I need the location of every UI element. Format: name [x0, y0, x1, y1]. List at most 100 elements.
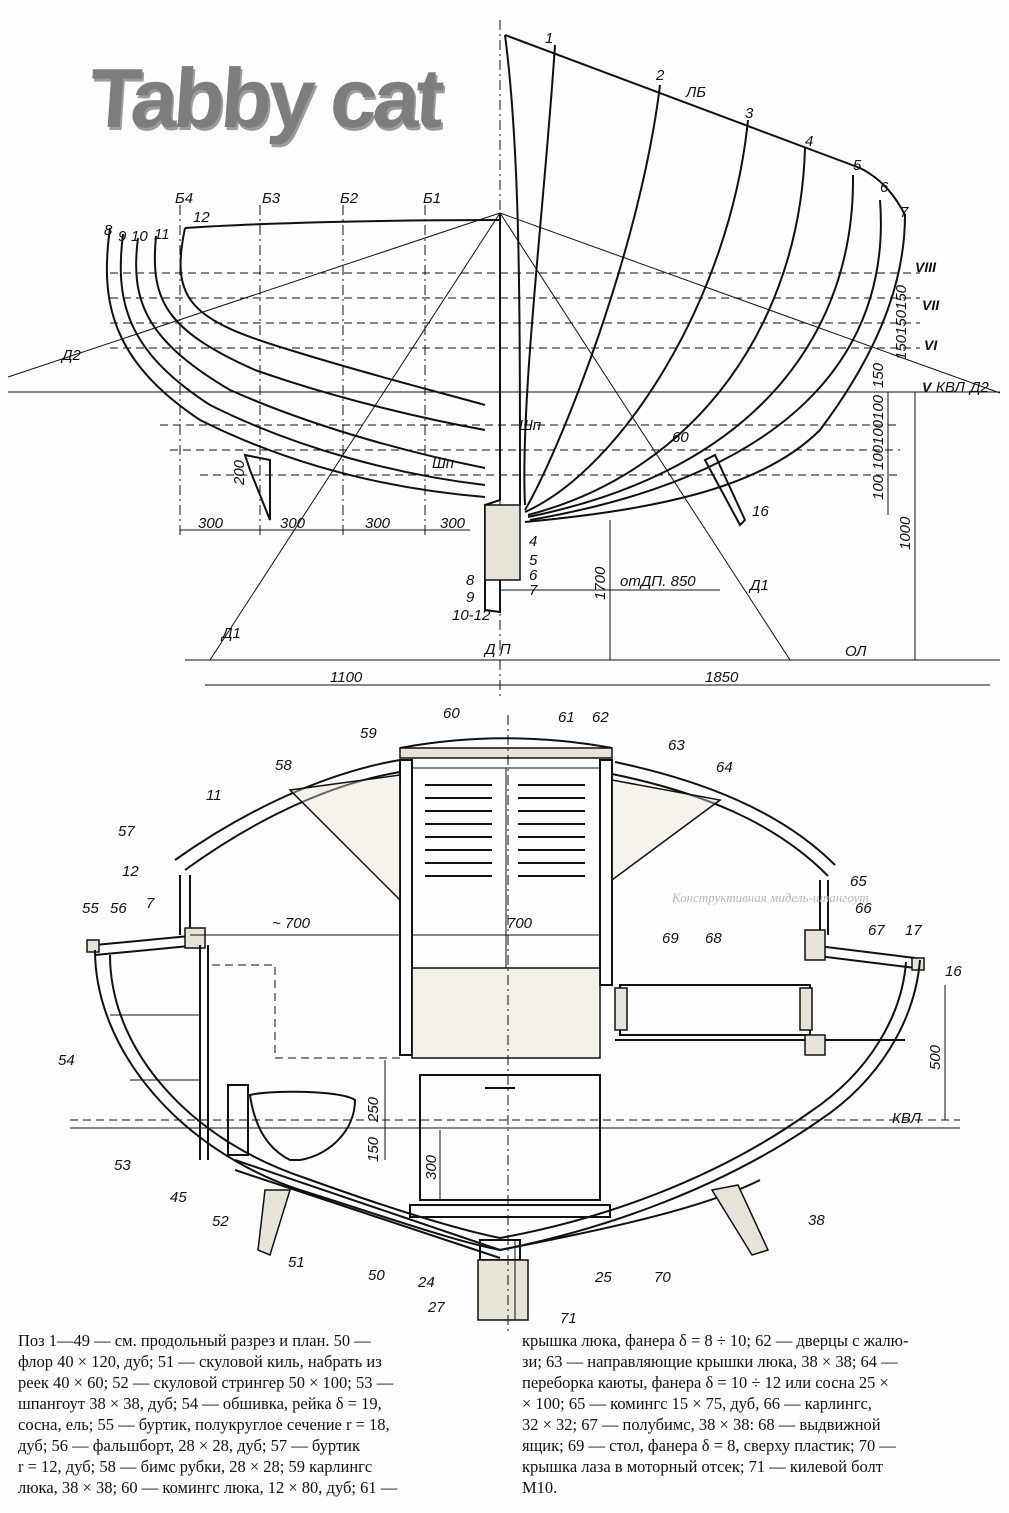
- dim-1000: 1000: [897, 516, 914, 550]
- sec-label-7: 7: [146, 895, 155, 912]
- frame-9: 9: [118, 228, 127, 245]
- hull-lines: [7, 20, 1001, 700]
- keel-5: 5: [529, 552, 538, 569]
- frame-numbers: 1 2 3 4 5 6 7 8 9 10 11 12 ЛБ: [104, 30, 909, 245]
- frame-6: 6: [880, 179, 889, 196]
- dim-100-b: 100: [870, 419, 887, 445]
- caption-left-line: сосна, ель; 55 — буртик, полукруглое сеч…: [18, 1415, 390, 1434]
- frame-8: 8: [104, 222, 113, 239]
- caption-right-line: переборка каюты, фанера δ = 10 ÷ 12 или …: [522, 1373, 889, 1392]
- keel-6: 6: [529, 567, 538, 584]
- midship-section: [70, 715, 960, 1335]
- caption-left-line: шпангоут 38 × 38, дуб; 54 — обшивка, рей…: [18, 1394, 382, 1413]
- sec-label-61: 61: [558, 709, 575, 726]
- dim-100-a: 100: [870, 394, 887, 420]
- dim-200: 200: [231, 459, 248, 486]
- sec-label-53: 53: [114, 1157, 131, 1174]
- buttock-b1: Б1: [423, 190, 441, 207]
- sec-label-11: 11: [206, 787, 222, 804]
- d1-right: Д1: [748, 577, 769, 594]
- caption-right-line: крышка лаза в моторный отсек; 71 — килев…: [522, 1457, 883, 1476]
- d2-left: Д2: [60, 347, 82, 364]
- dp-label: Д П: [483, 641, 511, 658]
- caption-right-line: крышка люка, фанера δ = 8 ÷ 10; 62 — две…: [522, 1331, 909, 1350]
- sec-ghost-text: Конструктивная мидель-шпангоут: [671, 890, 869, 905]
- shp-2: Шп: [432, 455, 454, 472]
- sec-label-51: 51: [288, 1254, 305, 1271]
- buttock-b4: Б4: [175, 190, 193, 207]
- sec-label-54: 54: [58, 1052, 75, 1069]
- louvers-left: [425, 784, 492, 877]
- sec-label-50: 50: [368, 1267, 385, 1284]
- buttock-b2: Б2: [340, 190, 359, 207]
- keel-8: 8: [466, 572, 475, 589]
- buttock-labels: Б4 Б3 Б2 Б1: [175, 190, 441, 207]
- profile-dimensions: 300 300 300 300 200 150 150 150 150 100 …: [198, 284, 914, 686]
- caption-right-line: зи; 63 — направляющие крышки люка, 38 × …: [522, 1352, 898, 1371]
- dim-1700: 1700: [592, 566, 609, 600]
- sec-label-52: 52: [212, 1213, 229, 1230]
- dim-16: 16: [752, 503, 769, 520]
- sheer-label: ЛБ: [685, 84, 706, 101]
- frame-3: 3: [745, 105, 754, 122]
- d1-left: Д1: [220, 625, 241, 642]
- keel-7: 7: [529, 582, 538, 599]
- louvers-right: [518, 784, 585, 877]
- sec-label-63: 63: [668, 737, 685, 754]
- dim-150-c: 150: [893, 334, 910, 360]
- dim-100-d: 100: [870, 474, 887, 500]
- dim-60: 60: [672, 429, 689, 446]
- frame-4: 4: [805, 133, 813, 150]
- caption-left-line: r = 12, дуб; 58 — бимс рубки, 28 × 28; 5…: [18, 1457, 373, 1476]
- dim-150-a: 150: [893, 284, 910, 310]
- caption-left-line: люка, 38 × 38; 60 — комингс люка, 12 × 8…: [18, 1478, 398, 1497]
- sec-label-65: 65: [850, 873, 867, 890]
- frame-1: 1: [545, 30, 553, 47]
- caption-right-line: М10.: [522, 1478, 558, 1497]
- wl-vi: VI: [924, 337, 938, 353]
- wl-v: V: [922, 379, 933, 395]
- dim-1850: 1850: [705, 669, 739, 686]
- sec-label-62: 62: [592, 709, 609, 726]
- sec-label-45: 45: [170, 1189, 187, 1206]
- sec-label-56: 56: [110, 900, 127, 917]
- waterline-labels: VIII VII VI V КВЛ Д2 Д2 Д1 Д1 Шп Шп Д П …: [60, 259, 990, 660]
- frame-5: 5: [853, 157, 862, 174]
- dim-300-b: 300: [280, 515, 306, 532]
- keel-marks: 4 5 6 7 8 9 10-12: [452, 533, 538, 624]
- keel-4: 4: [529, 533, 537, 550]
- sec-label-67: 67: [868, 922, 885, 939]
- sec-label-38: 38: [808, 1212, 825, 1229]
- sec-dim-150: 150: [365, 1136, 382, 1162]
- sec-label-70: 70: [654, 1269, 671, 1286]
- sec-dim-700-mid: 700: [507, 915, 533, 932]
- sec-label-59: 59: [360, 725, 377, 742]
- wl-vii: VII: [922, 297, 940, 313]
- caption-right-line: × 100; 65 — комингс 15 × 75, дуб, 66 — к…: [522, 1394, 872, 1413]
- buttock-b3: Б3: [262, 190, 281, 207]
- sec-label-66: 66: [855, 900, 872, 917]
- sec-label-55: 55: [82, 900, 99, 917]
- dim-1100: 1100: [330, 669, 363, 686]
- sec-dim-700-left: ~ 700: [272, 915, 311, 932]
- keel-9: 9: [466, 589, 475, 606]
- dim-150-d: 150: [870, 362, 887, 388]
- frame-11: 11: [154, 226, 170, 243]
- frame-7: 7: [900, 204, 909, 221]
- sec-dim-300: 300: [423, 1154, 440, 1180]
- d2-right: Д2: [968, 379, 990, 396]
- sec-label-27: 27: [427, 1299, 445, 1316]
- caption-left-line: флор 40 × 120, дуб; 51 — скуловой киль, …: [18, 1352, 382, 1371]
- caption-left: Поз 1—49 — см. продольный разрез и план.…: [18, 1330, 508, 1498]
- sec-label-17: 17: [905, 922, 922, 939]
- sec-label-16: 16: [945, 963, 962, 980]
- sec-label-60: 60: [443, 705, 460, 722]
- kvl-label: КВЛ: [936, 379, 966, 396]
- sec-label-25: 25: [594, 1269, 612, 1286]
- sec-label-12: 12: [122, 863, 139, 880]
- dim-300-c: 300: [365, 515, 391, 532]
- frame-10: 10: [131, 228, 148, 245]
- caption-right-line: ящик; 69 — стол, фанера δ = 8, сверху пл…: [522, 1436, 896, 1455]
- ol-label: ОЛ: [845, 643, 867, 660]
